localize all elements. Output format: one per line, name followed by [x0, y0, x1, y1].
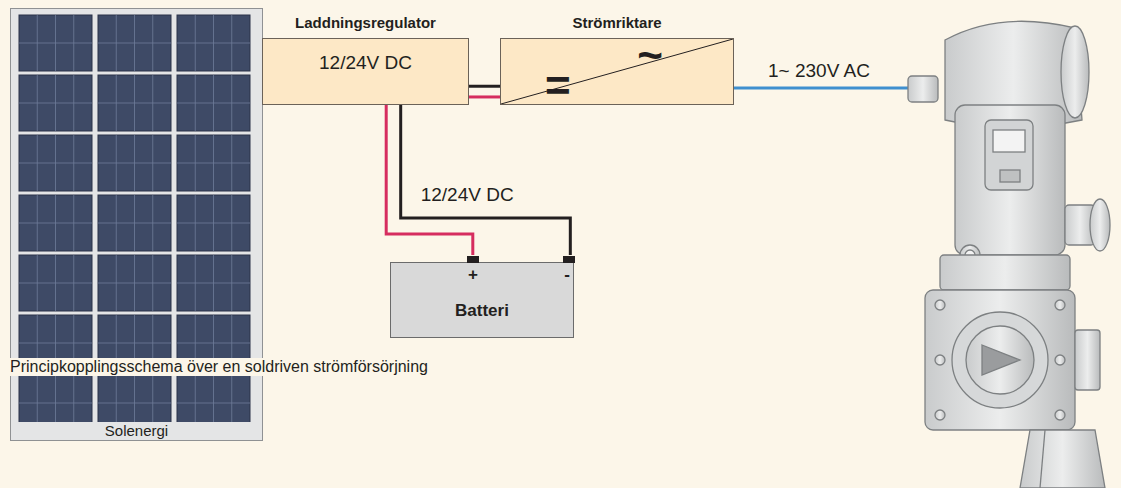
solar-cell — [98, 15, 171, 71]
solar-cell — [19, 15, 92, 71]
solar-cell — [177, 195, 250, 251]
wire — [401, 105, 571, 255]
cell-grid — [98, 103, 171, 104]
cell-grid — [177, 43, 250, 44]
panel-label: Solenergi — [11, 422, 262, 439]
cell-grid — [98, 223, 171, 224]
voltage-label: 12/24V DC — [263, 52, 468, 74]
cell-grid — [19, 403, 92, 404]
cell-grid — [19, 103, 92, 104]
cell-grid — [177, 103, 250, 104]
caption: Principkopplingsschema över en soldriven… — [10, 358, 428, 376]
ac-symbol: ~ — [637, 33, 663, 77]
solar-cell — [98, 135, 171, 191]
actuator — [908, 21, 1110, 488]
wire — [469, 85, 500, 88]
cell-grid — [98, 343, 171, 344]
cell-grid — [177, 403, 250, 404]
inverter-box: Strömriktare~= — [500, 38, 734, 105]
solar-panel: Solenergi — [10, 8, 263, 441]
diagonal-line — [501, 39, 733, 104]
terminal-sign: - — [564, 265, 570, 285]
charge-controller: Laddningsregulator12/24V DC — [262, 38, 469, 105]
inverter-diagonal — [501, 39, 733, 104]
solar-cell — [98, 195, 171, 251]
battery-terminal — [467, 256, 479, 263]
cell-grid — [19, 43, 92, 44]
voltage-label: 1~ 230V AC — [768, 60, 870, 82]
cell-grid — [177, 343, 250, 344]
cell-grid — [98, 163, 171, 164]
dc-wire-pair — [386, 105, 570, 255]
dc-symbol: = — [545, 64, 571, 108]
cell-grid — [19, 283, 92, 284]
solar-cell — [177, 75, 250, 131]
voltage-label: 12/24V DC — [421, 184, 514, 206]
cell-grid — [177, 223, 250, 224]
solar-cell — [98, 255, 171, 311]
cell-grid — [98, 43, 171, 44]
solar-cell — [177, 255, 250, 311]
battery-label: Batteri — [391, 301, 573, 321]
cell-grid — [98, 283, 171, 284]
cell-grid — [19, 223, 92, 224]
solar-cell — [98, 75, 171, 131]
battery-box: + - Batteri — [390, 262, 574, 338]
component-heading: Laddningsregulator — [263, 14, 468, 31]
cell-grid — [177, 283, 250, 284]
battery-terminal — [563, 256, 575, 263]
cell-grid — [19, 163, 92, 164]
solar-cell — [19, 255, 92, 311]
cell-grid — [19, 343, 92, 344]
solar-cell — [177, 15, 250, 71]
solar-cell — [177, 135, 250, 191]
terminal-sign: + — [468, 265, 478, 285]
cell-grid — [98, 403, 171, 404]
wire — [469, 95, 500, 98]
solar-cell — [19, 195, 92, 251]
component-heading: Strömriktare — [501, 14, 733, 31]
solar-cell — [19, 75, 92, 131]
dc-wire-pair — [469, 86, 500, 97]
cell-grid — [177, 163, 250, 164]
solar-cell — [19, 135, 92, 191]
ac-cable — [722, 87, 912, 90]
